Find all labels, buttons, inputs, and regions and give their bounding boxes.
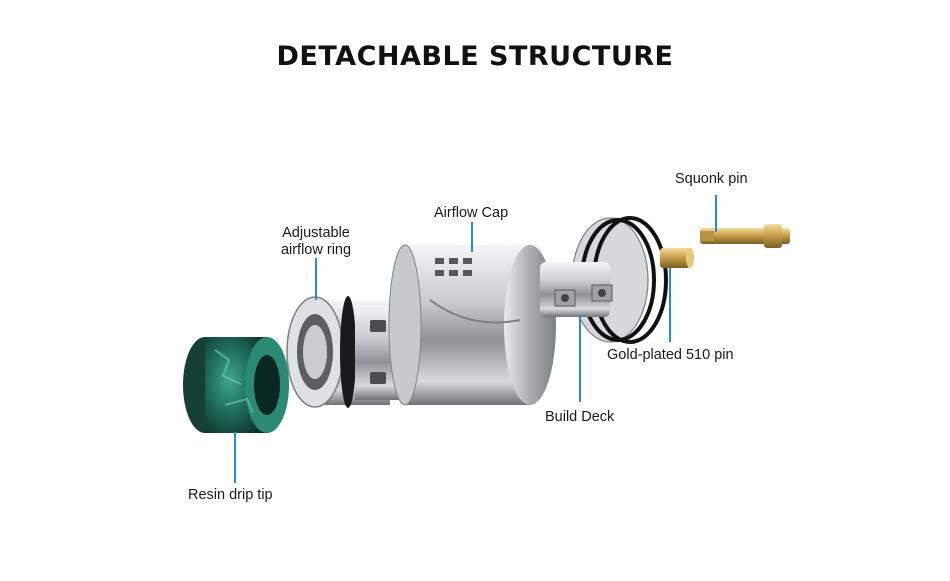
squonk-pin (700, 224, 790, 248)
page-title: DETACHABLE STRUCTURE (276, 41, 674, 72)
label-build-deck: Build Deck (545, 409, 615, 425)
gold-510-pin (660, 248, 694, 268)
label-airflow-cap: Airflow Cap (434, 205, 509, 221)
label-gold-plated-510-pin: Gold-plated 510 pin (607, 347, 734, 363)
label-adjustable-airflow-ring-line2: airflow ring (280, 242, 352, 258)
label-adjustable-airflow-ring-line1: Adjustable (282, 225, 350, 241)
resin-drip-tip (183, 337, 289, 433)
airflow-cap (388, 244, 556, 406)
label-adjustable-airflow-ring: Adjustable airflow ring (268, 225, 364, 259)
label-squonk-pin: Squonk pin (675, 171, 748, 187)
label-resin-drip-tip: Resin drip tip (188, 487, 273, 503)
build-deck (540, 216, 668, 344)
